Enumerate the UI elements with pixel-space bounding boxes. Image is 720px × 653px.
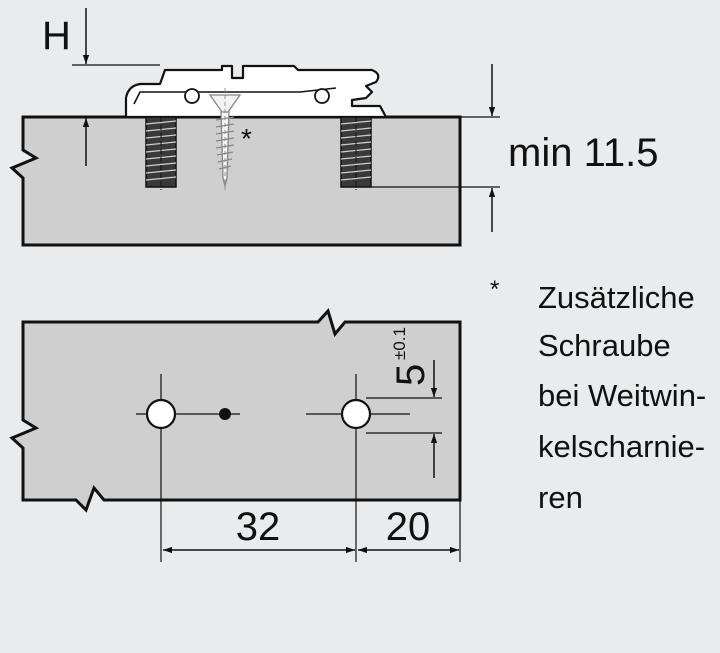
hole-spacing-label: 32	[236, 505, 281, 549]
note-line-4: kelscharnie-	[538, 429, 706, 464]
plan-view: 5 ±0.1 32 20	[9, 308, 462, 562]
screw-asterisk-label: *	[241, 123, 252, 154]
height-dimension	[72, 8, 160, 166]
note-line-5: ren	[538, 480, 583, 515]
note-line-3: bei Weitwin-	[538, 378, 707, 413]
hole-left	[136, 374, 240, 562]
edge-distance-label: 20	[386, 505, 431, 549]
min-depth-label: min 11.5	[508, 131, 658, 175]
offset-label: 5	[389, 364, 433, 386]
note-line-2: Schraube	[538, 328, 671, 363]
dowel-right	[340, 116, 372, 190]
note-marker: *	[490, 276, 500, 303]
height-label: H	[42, 14, 71, 58]
offset-dimension	[366, 360, 442, 478]
plate-hole-right	[314, 88, 330, 104]
min-depth-dimension	[371, 64, 500, 232]
plate-hole-left	[184, 88, 200, 104]
hole-right	[306, 374, 410, 562]
panel-side-section	[9, 115, 462, 247]
dowel-left	[145, 116, 177, 190]
side-view: * H min 11.5	[9, 8, 658, 247]
additional-screw	[208, 88, 242, 190]
horizontal-dimensions	[163, 500, 461, 562]
offset-tolerance-label: ±0.1	[390, 327, 409, 360]
additional-screw-point	[219, 408, 231, 420]
note-line-1: Zusätzliche	[538, 280, 695, 315]
panel-plan	[9, 308, 462, 513]
